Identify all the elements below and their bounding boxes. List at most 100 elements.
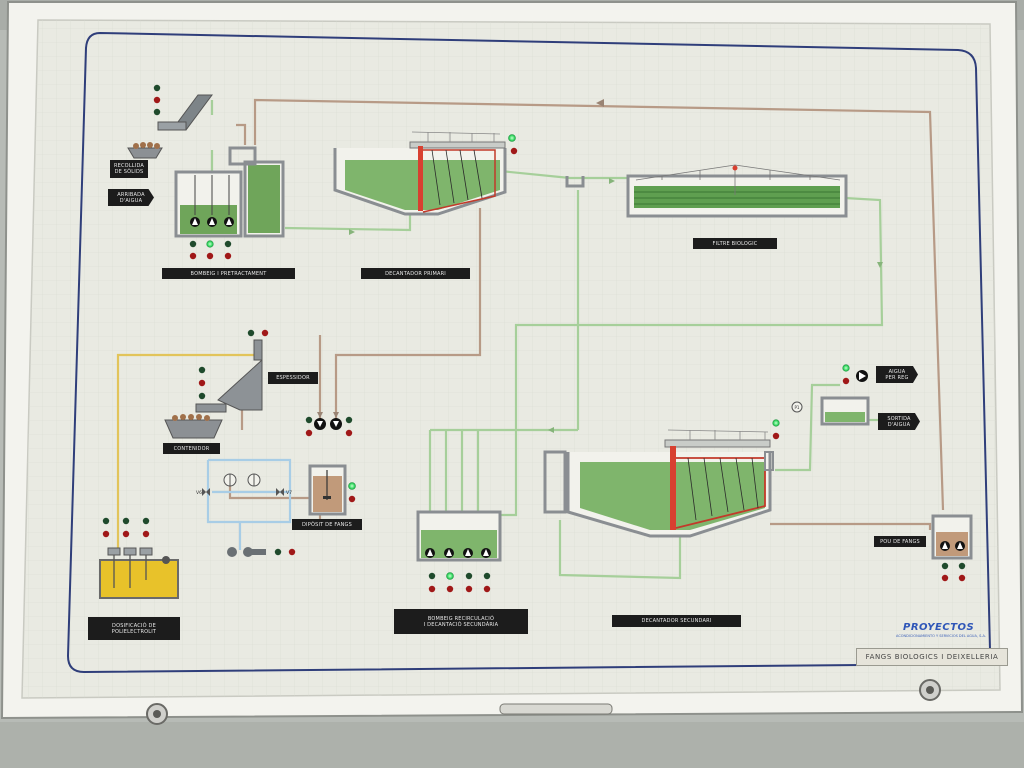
lamp-dark: [122, 517, 130, 525]
container-bin: [164, 419, 223, 439]
lamp-red: [198, 379, 206, 387]
lamp-green-lit: [206, 240, 214, 248]
lamp-red: [305, 429, 313, 437]
label-line: ESPESSIDOR: [276, 375, 310, 381]
lamp-red: [842, 377, 850, 385]
flow-meter-icon: [791, 401, 803, 413]
lamp-red: [348, 495, 356, 503]
label-line: POU DE FANGS: [880, 538, 920, 545]
lamp-red: [510, 147, 518, 155]
valve-v7-icon[interactable]: [276, 488, 284, 496]
lamp-dark: [102, 517, 110, 525]
lamp-green-lit: [348, 482, 356, 490]
label-line: D'AIGUA: [887, 421, 911, 428]
label-pretreatment-pumping: BOMBEIG I PRETRACTAMENT: [162, 268, 295, 279]
label-thickener: ESPESSIDOR: [268, 372, 318, 384]
label-line: I DECANTACIÓ SECUNDÀRIA: [423, 621, 499, 628]
label-primary-clarifier: DECANTADOR PRIMARI: [361, 268, 470, 279]
lamp-dark: [153, 108, 161, 116]
cabinet-handle[interactable]: [499, 703, 613, 715]
label-secondary-clarifier: DECANTADOR SECUNDARI: [612, 615, 741, 627]
label-line: ARRIBADA: [117, 191, 145, 198]
label-line: SORTIDA: [887, 415, 911, 422]
brand-subtitle: ACONDICIONAMIENTO Y SERVICIOS DEL AGUA, …: [896, 634, 986, 638]
lamp-dark: [142, 517, 150, 525]
sludge-well: [931, 514, 973, 560]
lamp-dark: [428, 572, 436, 580]
primary-clarifier: [333, 131, 507, 216]
label-line: DECANTADOR PRIMARI: [385, 270, 446, 277]
polyelectrolyte-dosing-tank: [99, 547, 179, 599]
lamp-dark: [958, 562, 966, 570]
outlet-tank: [820, 396, 870, 426]
lamp-green-lit: [508, 134, 516, 142]
solids-bin: [127, 147, 163, 159]
pretreatment-pumping-unit: [127, 94, 285, 238]
label-water-inlet: ARRIBADA D'AIGUA: [108, 189, 154, 206]
valve-v6-label: V6: [196, 490, 202, 496]
lamp-dark: [465, 572, 473, 580]
lamp-green-lit: [772, 419, 780, 427]
lamp-red: [142, 530, 150, 538]
lamp-dark: [247, 329, 255, 337]
label-line: DECANTADOR SECUNDARI: [641, 618, 712, 624]
panel-title-plate: FANGS BIOLOGICS I DEIXELLERIA: [856, 648, 1008, 666]
lamp-red: [102, 530, 110, 538]
lamp-red: [288, 548, 296, 556]
label-line: FILTRE BIOLOGIC: [712, 240, 758, 247]
lamp-red: [189, 252, 197, 260]
lamp-red: [446, 585, 454, 593]
label-line: AIGUA: [888, 368, 906, 375]
lamp-red: [345, 429, 353, 437]
lamp-dark: [153, 84, 161, 92]
lamp-dark: [483, 572, 491, 580]
label-line: POLIELECTROLIT: [111, 628, 157, 635]
biological-filter: [626, 164, 848, 218]
distribution-box: [565, 176, 585, 188]
label-polyelectrolyte-dosing: DOSIFICACIÓ DE POLIELECTROLIT: [88, 617, 180, 640]
lamp-red: [224, 252, 232, 260]
secondary-clarifier: [543, 429, 774, 538]
label-line: DIPÒSIT DE FANGS: [302, 521, 352, 528]
label-water-outlet: SORTIDA D'AIGUA: [878, 413, 920, 430]
lamp-red: [122, 530, 130, 538]
label-recirculation-pumping: BOMBEIG RECIRCULACIÓ I DECANTACIÓ SECUND…: [394, 609, 528, 634]
thickener-unit: [164, 339, 263, 439]
lamp-red: [958, 574, 966, 582]
lamp-dark: [305, 416, 313, 424]
brand-logo: PROYECTOS: [903, 622, 975, 633]
lamp-red: [261, 329, 269, 337]
label-line: DOSIFICACIÓ DE: [112, 622, 156, 629]
lamp-red: [483, 585, 491, 593]
label-container: CONTENIDOR: [163, 443, 220, 454]
label-line: CONTENIDOR: [173, 445, 210, 452]
lamp-green-lit: [446, 572, 454, 580]
label-line: DE SÒLIDS: [114, 169, 144, 175]
green-pipes: [210, 100, 884, 580]
flow-arrows: [317, 99, 604, 418]
label-sludge-well: POU DE FANGS: [874, 536, 926, 547]
valve-v7-label: V7: [286, 490, 292, 496]
lamp-red: [153, 96, 161, 104]
lamp-dark: [941, 562, 949, 570]
flow-meter-label: P1: [795, 405, 800, 410]
lamp-dark: [274, 548, 282, 556]
label-solids-collection: RECOLLIDA DE SÒLIDS: [110, 160, 148, 178]
lamp-dark: [198, 392, 206, 400]
positive-displacement-pump: [227, 547, 266, 557]
lamp-red: [772, 432, 780, 440]
lamp-red: [465, 585, 473, 593]
label-sludge-deposit: DIPÒSIT DE FANGS: [292, 519, 362, 530]
lamp-red: [941, 574, 949, 582]
indicator-lamps: [102, 84, 966, 593]
label-line: PER REG: [885, 374, 909, 381]
lamp-red: [206, 252, 214, 260]
lamp-red: [428, 585, 436, 593]
lamp-dark: [198, 366, 206, 374]
label-irrigation-water: AIGUA PER REG: [876, 366, 918, 383]
brown-pipes: [228, 98, 945, 530]
label-biological-filter: FILTRE BIOLOGIC: [693, 238, 777, 249]
label-line: BOMBEIG I PRETRACTAMENT: [190, 270, 267, 277]
valve-v6-icon[interactable]: [202, 488, 210, 496]
